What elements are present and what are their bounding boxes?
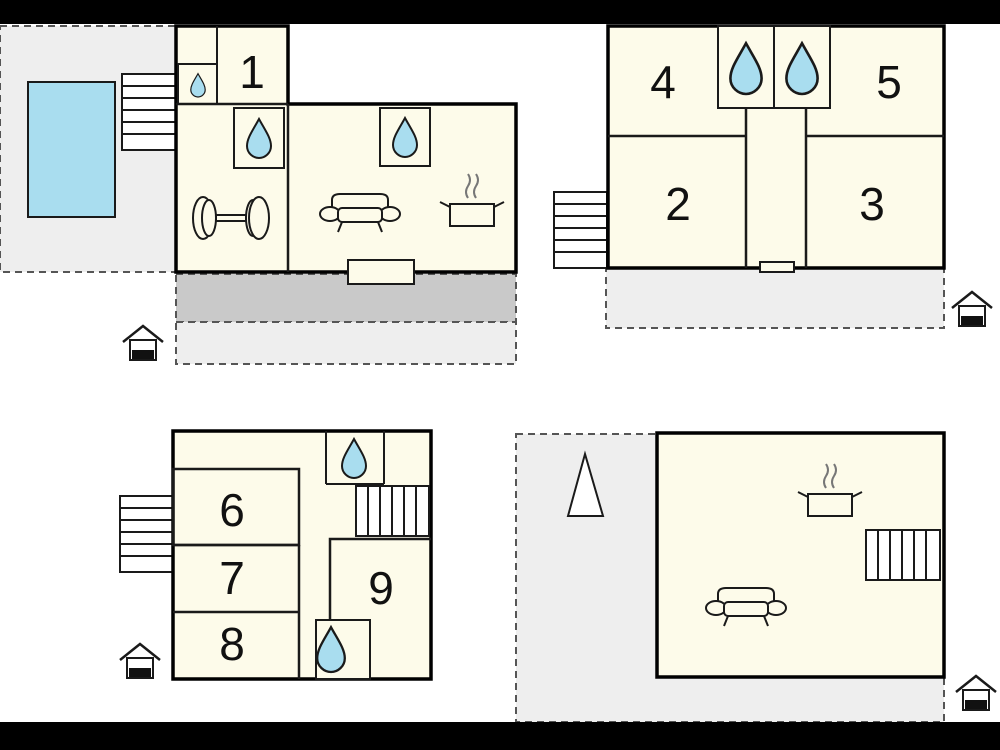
room-number: 5 [876,56,902,108]
house-entrance-icon [950,290,994,328]
door-mat [759,261,795,273]
house-entrance-icon [118,642,162,680]
building-top-right: 2 3 4 5 [553,24,946,329]
floor-plan: 1 2 3 4 5 [0,24,998,722]
parking-area [175,321,517,365]
room-number: 4 [650,56,676,108]
room-number: 6 [219,484,245,536]
swimming-pool [27,81,116,218]
building-bottom-left: 6 7 8 9 [119,429,433,681]
house-entrance-icon [121,324,165,362]
stairs-icon [355,485,430,537]
stairs-icon [119,495,174,573]
floor-plan-canvas: 1 2 3 4 5 [0,24,1000,722]
room-number: 3 [859,178,885,230]
building-bottom-right [515,431,946,722]
building-top-left: 1 [0,24,518,365]
room-number: 9 [368,562,394,614]
room-number: 8 [219,618,245,670]
room-number: 2 [665,178,691,230]
stairs-icon [121,73,177,151]
door-mat [347,259,415,285]
room-number: 7 [219,552,245,604]
stairs-icon [865,529,941,581]
tree-icon [566,450,605,517]
stairs-icon [553,191,608,269]
room-number: 1 [239,46,265,98]
carport-area [175,273,517,323]
house-entrance-icon [954,674,998,712]
building-outline [174,24,518,274]
terrace-area [605,267,945,329]
building-outline [171,429,433,681]
